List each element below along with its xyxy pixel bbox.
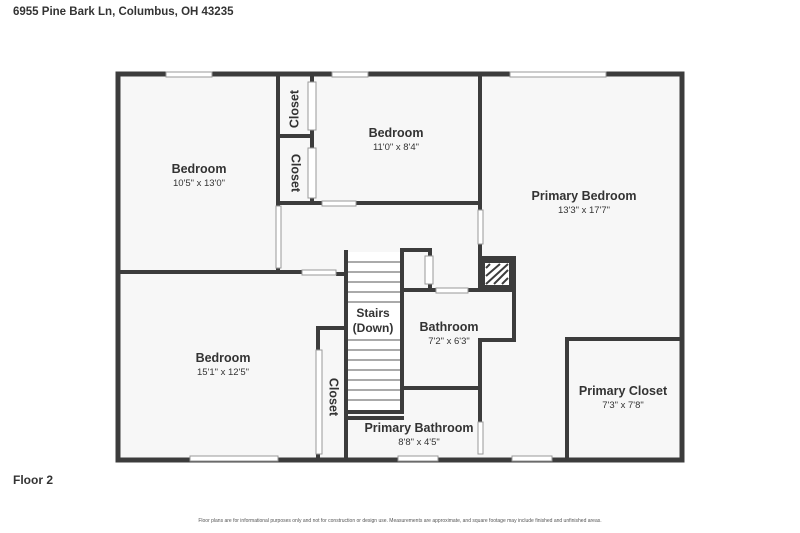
door bbox=[477, 209, 484, 245]
room-name-bedroom-nw: Bedroom bbox=[172, 162, 227, 176]
disclaimer: Floor plans are for informational purpos… bbox=[198, 518, 602, 524]
stair-treads bbox=[348, 261, 400, 401]
stairs-label: Stairs bbox=[356, 306, 390, 320]
window bbox=[165, 71, 213, 78]
stairs-direction: (Down) bbox=[353, 321, 394, 335]
room-name-primary-bathroom: Primary Bathroom bbox=[364, 421, 473, 435]
window bbox=[397, 455, 439, 462]
room-dims-bathroom: 7'2" x 6'3" bbox=[428, 336, 470, 347]
door bbox=[275, 205, 282, 269]
room-dims-bedroom-sw: 15'1" x 12'5" bbox=[197, 367, 249, 378]
room-dims-primary-closet: 7'3" x 7'8" bbox=[602, 400, 644, 411]
closet-label-top: Closet bbox=[287, 89, 301, 128]
floor-label: Floor 2 bbox=[13, 473, 54, 487]
room-name-bathroom: Bathroom bbox=[419, 320, 478, 334]
door bbox=[477, 421, 484, 455]
room-name-bedroom-n: Bedroom bbox=[369, 126, 424, 140]
hvac-hatch bbox=[485, 263, 509, 285]
window bbox=[189, 455, 279, 462]
room-name-bedroom-sw: Bedroom bbox=[196, 351, 251, 365]
room-dims-bedroom-n: 11'0" x 8'4" bbox=[373, 142, 419, 153]
room-dims-primary-bathroom: 8'8" x 4'5" bbox=[398, 437, 440, 448]
closet-door bbox=[307, 147, 317, 199]
door-openings bbox=[275, 81, 484, 455]
window bbox=[331, 71, 369, 78]
closet-door bbox=[307, 81, 317, 131]
stairs-area bbox=[348, 252, 400, 410]
closet-label-bottom: Closet bbox=[327, 378, 341, 417]
room-dims-primary-bedroom: 13'3" x 17'7" bbox=[558, 205, 610, 216]
room-name-primary-closet: Primary Closet bbox=[579, 384, 668, 398]
closet-label-mid: Closet bbox=[289, 154, 303, 193]
window bbox=[511, 455, 553, 462]
door bbox=[321, 200, 357, 207]
room-name-primary-bedroom: Primary Bedroom bbox=[532, 189, 637, 203]
door bbox=[435, 287, 469, 294]
door bbox=[424, 255, 434, 285]
window bbox=[509, 71, 607, 78]
room-dims-bedroom-nw: 10'5" x 13'0" bbox=[173, 178, 225, 189]
windows bbox=[165, 71, 607, 462]
property-address: 6955 Pine Bark Ln, Columbus, OH 43235 bbox=[13, 6, 234, 18]
door bbox=[301, 269, 337, 276]
closet-door bbox=[315, 349, 323, 455]
